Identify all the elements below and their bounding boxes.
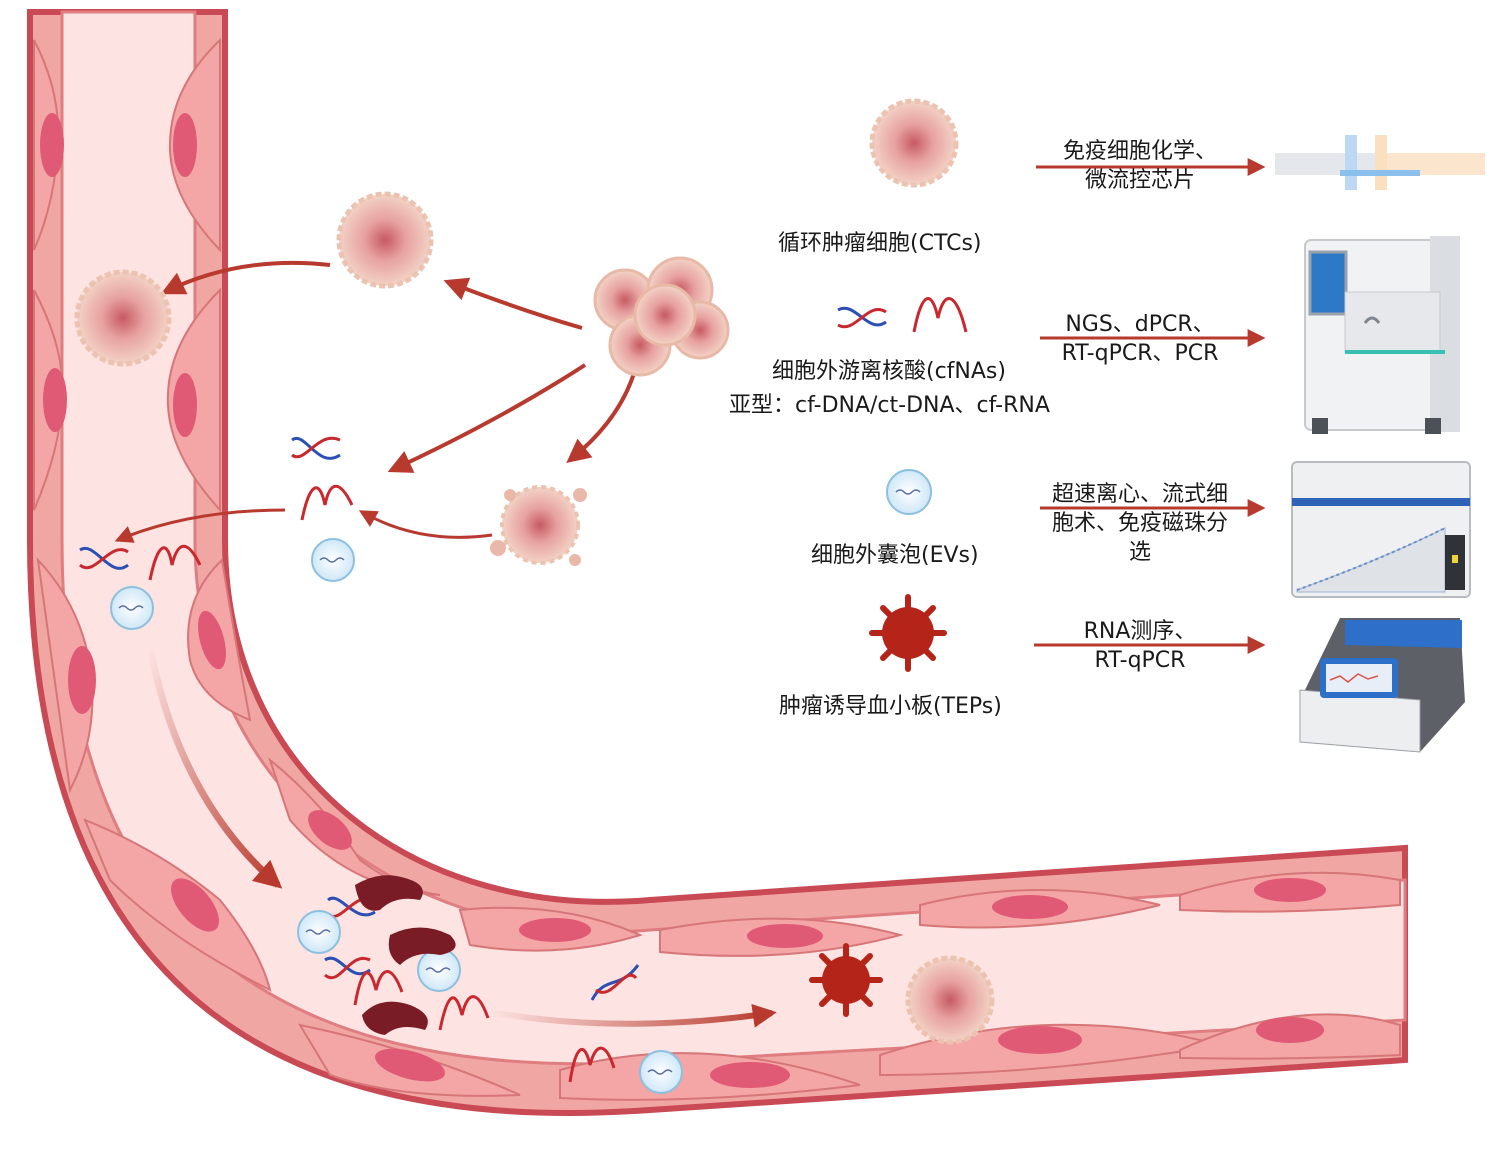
dna-icon — [291, 436, 341, 460]
nucleus — [173, 113, 197, 177]
arrow-to-apoptotic-cell — [566, 369, 637, 463]
endothelial-cell — [659, 917, 904, 957]
method-line: 选 — [1128, 540, 1151, 565]
sequencer-icon — [1304, 236, 1460, 434]
endothelial-cell — [33, 289, 67, 511]
arrow-ctc-into-vessel — [160, 260, 331, 295]
nucleus — [998, 1026, 1082, 1054]
flow-arrows — [114, 260, 777, 1028]
platelet-icon — [809, 943, 883, 1017]
nucleus — [710, 1062, 790, 1088]
arrow-to-nucleic-acids — [387, 363, 587, 473]
dna-icon — [79, 546, 129, 570]
endothelial-cell — [458, 906, 643, 952]
method-tep: RNA测序、 RT-qPCR — [1040, 617, 1240, 675]
endothelial-cell — [1179, 871, 1401, 913]
red-blood-cell — [362, 1001, 428, 1035]
dna-icon — [590, 964, 640, 1001]
method-line: RT-qPCR — [1094, 648, 1186, 673]
nucleus — [173, 373, 197, 437]
method-line: 微流控芯片 — [1084, 168, 1195, 193]
rna-icon — [438, 995, 490, 1031]
microfluidic-chip-icon — [1275, 135, 1485, 190]
nucleus — [1254, 878, 1326, 902]
nucleus — [43, 368, 67, 432]
nucleus — [992, 895, 1068, 919]
arrow-to-ctc — [443, 277, 583, 330]
method-cfna: NGS、dPCR、 RT-qPCR、PCR — [1040, 310, 1240, 368]
ctc-cell — [74, 269, 172, 367]
nucleus — [198, 610, 226, 670]
endothelial-cell — [36, 557, 96, 794]
method-arrows — [1034, 158, 1266, 654]
rna-icon-legend — [912, 297, 968, 333]
arrow-nucleic-into-vessel — [114, 508, 286, 543]
tep-label: 肿瘤诱导血小板(TEPs) — [779, 694, 1002, 719]
rna-icon — [300, 484, 354, 521]
endothelial-cell — [168, 37, 221, 253]
rna-icon — [353, 970, 404, 1006]
vesicle-icon-legend — [886, 469, 932, 515]
red-blood-cell — [355, 875, 423, 911]
method-line: RT-qPCR、PCR — [1061, 341, 1219, 366]
nucleus — [747, 924, 823, 948]
flow-cytometer-icon — [1291, 461, 1471, 598]
platelet-icon-legend — [869, 594, 947, 672]
vesicle-icon — [110, 586, 154, 630]
vesicle-icon — [311, 538, 355, 582]
endothelial-cell — [33, 39, 64, 251]
tumor-cluster — [593, 256, 730, 377]
endothelial-cell — [919, 889, 1161, 929]
red-blood-cells — [355, 875, 456, 1035]
nucleus — [1256, 1017, 1324, 1043]
red-blood-cell — [388, 927, 456, 965]
rna-icon — [568, 1046, 616, 1083]
nucleus — [68, 646, 96, 714]
cfna-label: 细胞外游离核酸(cfNAs) — [772, 359, 1006, 384]
nucleus — [171, 878, 219, 932]
vesicle-icon — [639, 1050, 683, 1094]
rna-icon — [148, 544, 202, 581]
method-line: NGS、dPCR、 — [1065, 312, 1215, 337]
arrow-downstream-right — [489, 1003, 777, 1028]
nucleus — [375, 1048, 445, 1082]
method-line: 胞术、免疫磁珠分 — [1051, 511, 1228, 536]
arrow-downstream — [146, 647, 283, 889]
ev-label: 细胞外囊泡(EVs) — [811, 543, 979, 568]
method-ctc: 免疫细胞化学、 微流控芯片 — [1040, 137, 1240, 195]
dna-icon-legend — [837, 306, 887, 329]
ctc-cell — [905, 955, 995, 1045]
method-line: RNA测序、 — [1083, 619, 1197, 644]
method-line: 免疫细胞化学、 — [1062, 139, 1217, 164]
ctc-cell — [336, 191, 434, 289]
nucleus — [519, 918, 591, 942]
endothelial-cell — [297, 1023, 521, 1097]
nucleus — [40, 113, 64, 177]
nucleus — [308, 810, 352, 850]
endothelial-cell — [166, 287, 221, 513]
apoptotic-tumor-cell — [490, 485, 587, 566]
method-line: 超速离心、流式细 — [1051, 482, 1228, 507]
endothelial-cell — [83, 818, 272, 992]
pcr-thermocycler-icon — [1299, 618, 1465, 753]
arrow-apoptotic-to-nucleic — [358, 510, 493, 539]
endothelial-cell — [187, 557, 252, 722]
method-ev: 超速离心、流式细 胞术、免疫磁珠分 选 — [1040, 480, 1240, 567]
ctc-label: 循环肿瘤细胞(CTCs) — [778, 231, 982, 256]
cfna-subtype-label: 亚型：cf-DNA/ct-DNA、cf-RNA — [729, 393, 1050, 418]
vesicle-icon — [417, 948, 461, 992]
endothelial-cell — [1179, 1013, 1401, 1060]
vesicle-icon — [297, 910, 341, 954]
ctc-cell-legend — [869, 98, 959, 188]
